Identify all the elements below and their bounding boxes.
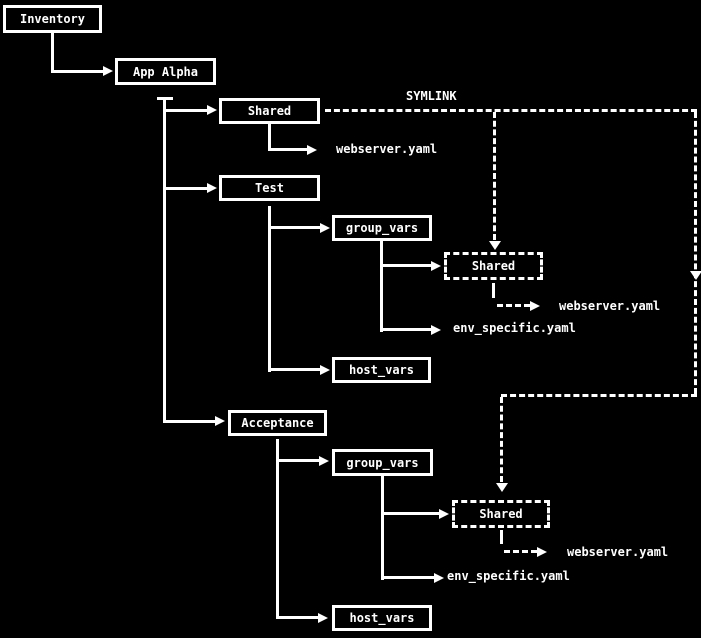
arrowhead-into-app-alpha bbox=[103, 66, 113, 76]
arrowhead-into-webserver-test bbox=[530, 301, 540, 311]
node-shared-root: Shared bbox=[219, 98, 320, 124]
connector-branch-host-vars-acceptance bbox=[279, 616, 318, 619]
arrowhead-symlink-right-edge bbox=[690, 271, 701, 280]
connector-acceptance-trunk bbox=[276, 439, 279, 619]
connector-branch-shared-symlink-acceptance bbox=[384, 512, 439, 515]
arrowhead-into-shared bbox=[207, 105, 217, 115]
arrowhead-into-env-specific-test bbox=[431, 325, 441, 335]
label-webserver-root: webserver.yaml bbox=[336, 142, 438, 156]
connector-inventory-right bbox=[51, 70, 103, 73]
connector-branch-acceptance bbox=[166, 420, 215, 423]
node-test: Test bbox=[219, 175, 320, 201]
node-host-vars-acceptance: host_vars bbox=[332, 605, 432, 631]
arrowhead-into-host-vars-test bbox=[320, 365, 330, 375]
arrowhead-into-env-specific-acceptance bbox=[434, 573, 444, 583]
connector-shared-symlink-acceptance-right bbox=[504, 550, 537, 553]
arrowhead-into-acceptance bbox=[215, 416, 225, 426]
symlink-line-right-edge bbox=[694, 112, 697, 394]
label-webserver-test: webserver.yaml bbox=[559, 299, 661, 313]
node-group-vars-test: group_vars bbox=[332, 215, 432, 241]
arrowhead-into-group-vars-test bbox=[320, 223, 330, 233]
arrowhead-into-webserver-root bbox=[307, 145, 317, 155]
connector-shared-symlink-test-down bbox=[492, 283, 495, 298]
label-env-specific-test: env_specific.yaml bbox=[453, 321, 576, 335]
connector-branch-test bbox=[166, 187, 207, 190]
arrowhead-into-group-vars-acceptance bbox=[319, 456, 329, 466]
arrowhead-symlink-into-shared-test bbox=[489, 241, 501, 250]
connector-shared-right bbox=[268, 148, 307, 151]
connector-branch-host-vars-test bbox=[271, 368, 320, 371]
arrowhead-into-shared-symlink-acceptance bbox=[439, 509, 449, 519]
connector-group-vars-acceptance-trunk bbox=[381, 476, 384, 580]
connector-branch-group-vars-test bbox=[271, 226, 320, 229]
node-app-alpha: App Alpha bbox=[115, 58, 216, 85]
node-shared-symlink-acceptance: Shared bbox=[452, 500, 550, 528]
connector-app-alpha-trunk bbox=[163, 97, 166, 423]
connector-branch-group-vars-acceptance bbox=[279, 459, 319, 462]
connector-shared-symlink-acceptance-down bbox=[500, 530, 503, 544]
label-symlink: SYMLINK bbox=[406, 89, 457, 103]
symlink-line-bottom bbox=[501, 394, 697, 397]
node-host-vars-test: host_vars bbox=[332, 357, 431, 383]
connector-branch-env-specific-test bbox=[383, 328, 431, 331]
symlink-line-down-acceptance bbox=[500, 397, 503, 482]
arrowhead-into-shared-symlink-test bbox=[431, 261, 441, 271]
arrowhead-symlink-into-shared-acceptance bbox=[496, 483, 508, 492]
connector-group-vars-test-trunk bbox=[380, 241, 383, 332]
arrowhead-into-host-vars-acceptance bbox=[318, 613, 328, 623]
node-inventory: Inventory bbox=[3, 5, 102, 33]
label-env-specific-acceptance: env_specific.yaml bbox=[447, 569, 570, 583]
node-acceptance: Acceptance bbox=[228, 410, 327, 436]
connector-branch-shared bbox=[166, 109, 207, 112]
connector-test-trunk bbox=[268, 206, 271, 372]
connector-branch-shared-symlink-test bbox=[383, 264, 431, 267]
connector-branch-env-specific-acceptance bbox=[384, 576, 434, 579]
connector-shared-down bbox=[268, 124, 271, 151]
arrowhead-into-test bbox=[207, 183, 217, 193]
label-webserver-acceptance: webserver.yaml bbox=[567, 545, 669, 559]
symlink-line-down-test bbox=[493, 112, 496, 240]
arrowhead-into-webserver-acceptance bbox=[537, 547, 547, 557]
node-shared-symlink-test: Shared bbox=[444, 252, 543, 280]
symlink-line-top bbox=[325, 109, 697, 112]
connector-inventory-down bbox=[51, 33, 54, 73]
node-group-vars-acceptance: group_vars bbox=[332, 449, 433, 476]
connector-shared-symlink-test-right bbox=[497, 304, 530, 307]
